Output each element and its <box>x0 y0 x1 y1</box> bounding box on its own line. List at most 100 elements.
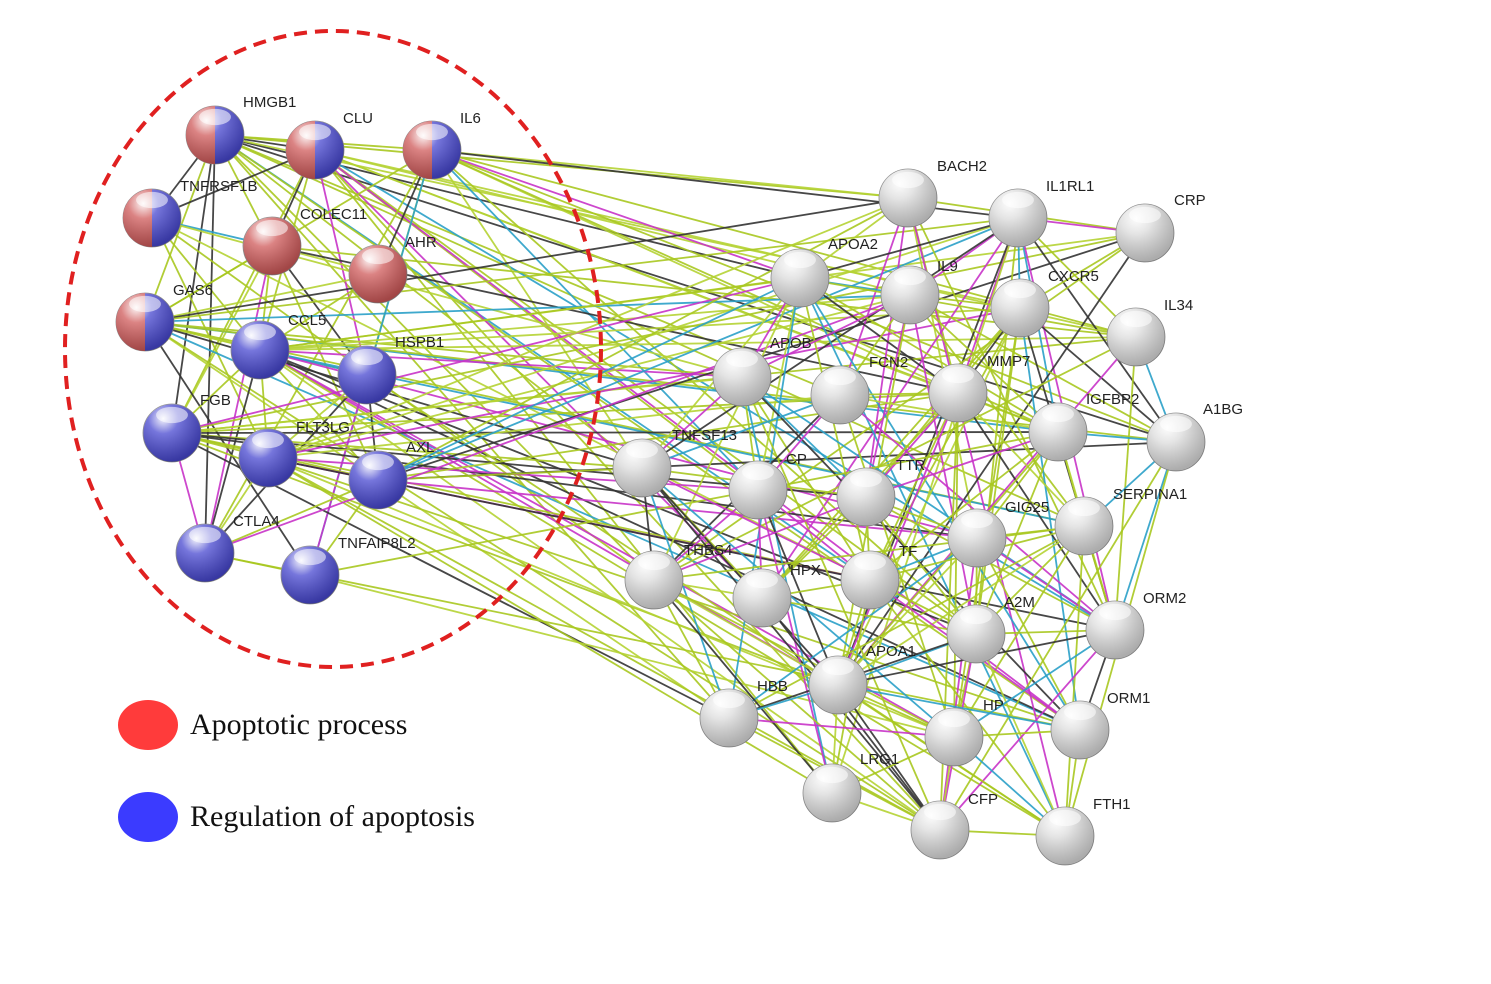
interaction-edge <box>144 321 311 576</box>
node-highlight <box>726 350 758 368</box>
node-gig25[interactable] <box>947 508 1007 568</box>
node-label-hp: HP <box>983 697 1004 714</box>
node-hp[interactable] <box>924 707 984 767</box>
node-label-tnfrsf1b: TNFRSF1B <box>180 178 258 195</box>
interaction-edge <box>641 467 730 719</box>
node-tf[interactable] <box>840 550 900 610</box>
node-gloss <box>1116 204 1174 262</box>
node-colec11[interactable] <box>242 216 302 276</box>
interaction-edge <box>259 277 801 351</box>
node-orm1[interactable] <box>1050 700 1110 760</box>
node-ttr[interactable] <box>836 467 896 527</box>
node-gloss <box>1086 601 1144 659</box>
node-ahr[interactable] <box>348 244 408 304</box>
node-label-fcn2: FCN2 <box>869 354 908 371</box>
node-gloss <box>911 801 969 859</box>
node-gloss <box>143 404 201 462</box>
node-apob[interactable] <box>712 347 772 407</box>
interaction-edge <box>837 684 941 831</box>
node-clu[interactable] <box>285 120 345 180</box>
interaction-edge <box>799 277 1137 338</box>
node-label-flt3lg: FLT3LG <box>296 419 350 436</box>
node-hbb[interactable] <box>699 688 759 748</box>
interaction-edge <box>144 197 909 323</box>
node-il6[interactable] <box>402 120 462 180</box>
node-apoa1[interactable] <box>808 655 868 715</box>
node-gloss <box>176 524 234 582</box>
node-igfbp2[interactable] <box>1028 402 1088 462</box>
node-axl[interactable] <box>348 450 408 510</box>
blue-dot-icon <box>118 792 178 842</box>
node-label-hspb1: HSPB1 <box>395 334 444 351</box>
node-flt3lg[interactable] <box>238 428 298 488</box>
node-highlight <box>1002 191 1034 209</box>
node-cxcr5[interactable] <box>990 278 1050 338</box>
node-gloss <box>239 429 297 487</box>
interaction-edge <box>837 525 1085 686</box>
interaction-edge <box>1019 307 1177 443</box>
interaction-edge <box>204 245 273 554</box>
interaction-edge <box>144 273 379 323</box>
interaction-edge <box>144 134 216 323</box>
node-label-orm1: ORM1 <box>1107 690 1150 707</box>
node-gloss <box>116 293 174 351</box>
node-highlight <box>1004 281 1036 299</box>
interaction-edge <box>204 294 911 554</box>
node-highlight <box>638 553 670 571</box>
node-tnfsf13[interactable] <box>612 438 672 498</box>
node-highlight <box>626 441 658 459</box>
node-gas6[interactable] <box>115 292 175 352</box>
node-a2m[interactable] <box>946 604 1006 664</box>
node-gloss <box>841 551 899 609</box>
interaction-edge <box>741 376 871 581</box>
interaction-edge <box>799 277 871 581</box>
node-mmp7[interactable] <box>928 363 988 423</box>
node-hmgb1[interactable] <box>185 105 245 165</box>
node-highlight <box>129 295 161 313</box>
node-gloss <box>243 217 301 275</box>
node-gloss <box>231 321 289 379</box>
node-label-gig25: GIG25 <box>1005 499 1049 516</box>
node-gloss <box>700 689 758 747</box>
node-tnfrsf1b[interactable] <box>122 188 182 248</box>
node-label-clu: CLU <box>343 110 373 127</box>
interaction-edge <box>957 392 1116 631</box>
node-bach2[interactable] <box>878 168 938 228</box>
node-hpx[interactable] <box>732 568 792 628</box>
node-highlight <box>362 453 394 471</box>
interaction-edge <box>641 467 955 738</box>
node-ctla4[interactable] <box>175 523 235 583</box>
node-cp[interactable] <box>728 460 788 520</box>
node-a1bg[interactable] <box>1146 412 1206 472</box>
node-gloss <box>809 656 867 714</box>
interaction-edge <box>761 597 977 635</box>
node-orm2[interactable] <box>1085 600 1145 660</box>
node-hspb1[interactable] <box>337 345 397 405</box>
node-fgb[interactable] <box>142 403 202 463</box>
node-fth1[interactable] <box>1035 806 1095 866</box>
node-highlight <box>784 251 816 269</box>
node-il9[interactable] <box>880 265 940 325</box>
node-ccl5[interactable] <box>230 320 290 380</box>
node-il1rl1[interactable] <box>988 188 1048 248</box>
node-gloss <box>1036 807 1094 865</box>
node-apoa2[interactable] <box>770 248 830 308</box>
node-cfp[interactable] <box>910 800 970 860</box>
interaction-edge <box>653 496 867 581</box>
node-tnfaip8l2[interactable] <box>280 545 340 605</box>
node-label-apoa1: APOA1 <box>866 643 916 660</box>
node-highlight <box>252 431 284 449</box>
interaction-edge <box>377 479 978 539</box>
node-crp[interactable] <box>1115 203 1175 263</box>
node-serpina1[interactable] <box>1054 496 1114 556</box>
node-label-hmgb1: HMGB1 <box>243 94 296 111</box>
interaction-edge <box>799 277 1081 731</box>
node-il34[interactable] <box>1106 307 1166 367</box>
interaction-edge <box>641 467 941 831</box>
node-lrg1[interactable] <box>802 763 862 823</box>
node-thbs4[interactable] <box>624 550 684 610</box>
interaction-edge <box>761 307 1021 599</box>
node-fcn2[interactable] <box>810 365 870 425</box>
interaction-edge <box>909 294 1177 443</box>
interaction-edge <box>309 374 368 576</box>
